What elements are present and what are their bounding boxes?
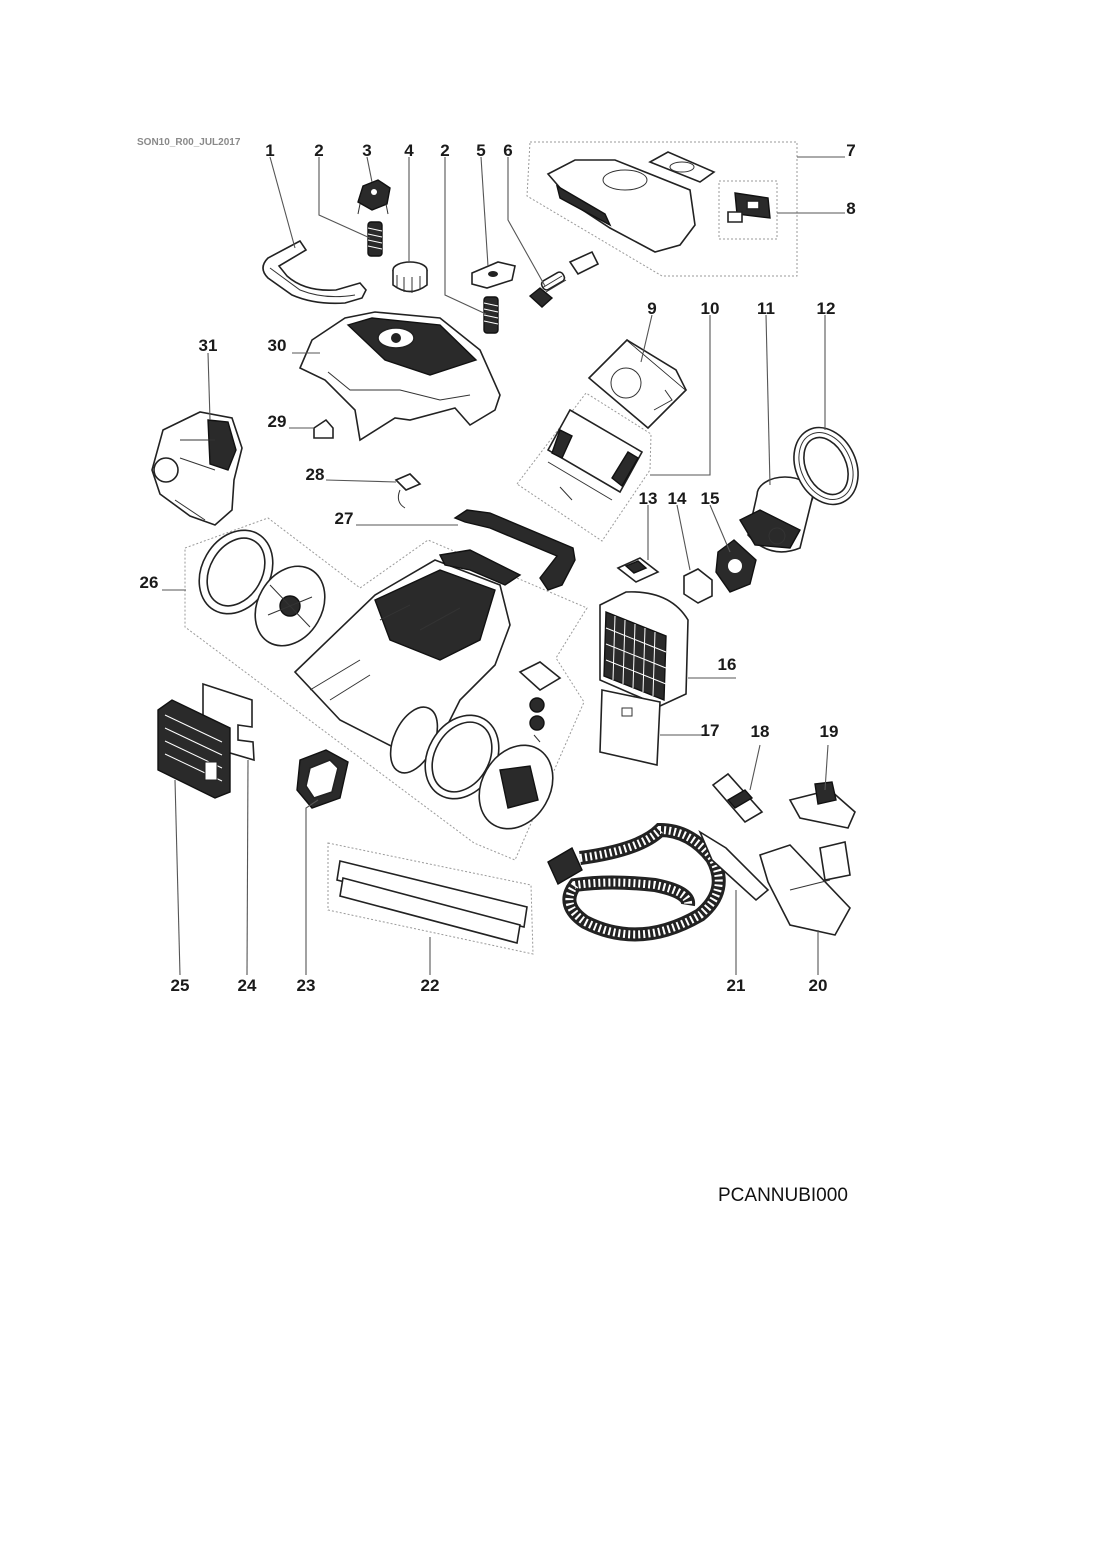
group-box-7 — [526, 141, 798, 277]
part-28-board — [394, 473, 422, 509]
part-13-clip — [616, 557, 660, 583]
group-box-8 — [718, 180, 778, 240]
part-9-dust-bag — [587, 338, 688, 430]
part-16-filter-frame — [599, 591, 689, 707]
part-26-wheel-ring-right — [424, 714, 500, 800]
label-30: 30 — [268, 336, 287, 355]
part-7-top-cover — [546, 151, 716, 253]
part-19-upholstery-nozzle — [788, 781, 856, 829]
part-2-spring-a — [367, 221, 383, 257]
part-6-valve-assembly — [528, 250, 600, 308]
part-22-tubes — [336, 860, 528, 944]
part-14-filter-pad — [683, 568, 713, 604]
part-8-latch-plate — [727, 192, 771, 223]
part-11-motor — [739, 476, 814, 553]
label-9: 9 — [647, 299, 656, 318]
label-18: 18 — [751, 722, 770, 741]
part-31-rear-housing — [151, 411, 243, 526]
group-box-22 — [327, 842, 534, 955]
label-23: 23 — [297, 976, 316, 995]
drawing-code: SON10_R00_JUL2017 — [137, 137, 241, 148]
part-18-crevice-tool — [711, 772, 764, 824]
label-29: 29 — [268, 412, 287, 431]
label-5: 5 — [476, 141, 485, 160]
part-17-filter-sheet — [599, 689, 661, 766]
part-10-bag-holder — [546, 408, 644, 501]
label-26: 26 — [140, 573, 159, 592]
label-4: 4 — [404, 141, 414, 160]
part-1-handle — [262, 239, 367, 305]
part-26-wheel-ring-left — [198, 529, 274, 615]
label-15: 15 — [701, 489, 720, 508]
label-13: 13 — [639, 489, 658, 508]
part-25-exhaust-grille — [157, 699, 231, 799]
label-17: 17 — [701, 721, 720, 740]
part-26-wheel-right — [478, 744, 554, 830]
label-11: 11 — [757, 299, 775, 318]
label-31: 31 — [199, 336, 218, 355]
part-2-spring-b — [483, 296, 499, 334]
part-20-floor-nozzle — [759, 841, 851, 936]
part-21-hose — [547, 822, 770, 942]
label-2: 2 — [314, 141, 323, 160]
part-15-motor-seal — [715, 539, 757, 593]
label-2b: 2 — [440, 141, 449, 160]
part-5-pedal — [471, 261, 516, 289]
part-29-switch — [313, 418, 334, 439]
group-box-10 — [516, 392, 652, 542]
label-16: 16 — [718, 655, 737, 674]
part-26-caster — [518, 661, 562, 743]
label-19: 19 — [820, 722, 839, 741]
label-14: 14 — [668, 489, 687, 508]
leader-lines — [162, 156, 845, 976]
label-10: 10 — [701, 299, 720, 318]
label-12: 12 — [817, 299, 836, 318]
part-12-motor-cap — [793, 426, 859, 506]
label-8: 8 — [846, 199, 855, 218]
group-box-26 — [184, 517, 588, 861]
label-6: 6 — [503, 141, 512, 160]
part-30-upper-housing — [298, 311, 501, 442]
label-20: 20 — [809, 976, 828, 995]
label-24: 24 — [238, 976, 257, 995]
label-25: 25 — [171, 976, 190, 995]
label-3: 3 — [362, 141, 371, 160]
part-26-body — [293, 549, 522, 774]
part-27-gasket — [453, 509, 576, 591]
part-4-cable-reel — [392, 261, 428, 293]
label-28: 28 — [306, 465, 325, 484]
part-labels: 1 2 3 4 2 5 6 7 8 9 10 11 12 31 30 29 28… — [140, 141, 856, 995]
document-id: PCANNUBI000 — [718, 1185, 848, 1206]
label-22: 22 — [421, 976, 440, 995]
part-23-filter-cage — [296, 749, 349, 809]
label-7: 7 — [846, 141, 855, 160]
part-26-wheel-left — [254, 565, 326, 647]
label-1: 1 — [265, 141, 274, 160]
label-21: 21 — [727, 976, 746, 995]
label-27: 27 — [335, 509, 354, 528]
part-3-button — [357, 179, 391, 215]
